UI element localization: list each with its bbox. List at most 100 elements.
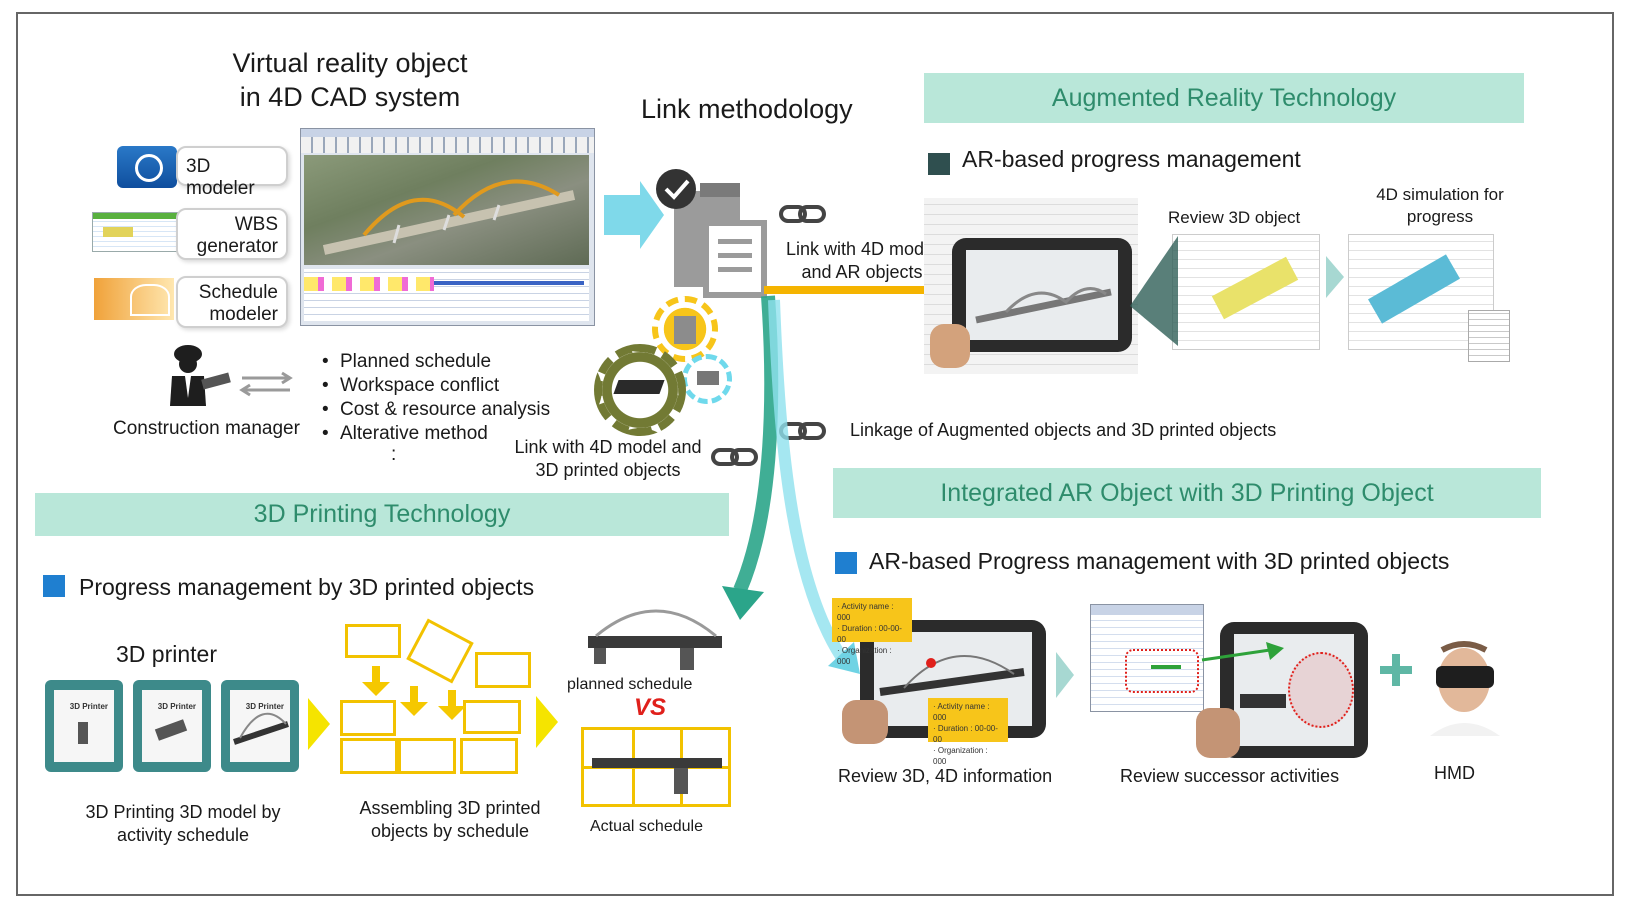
diagram-frame [16, 12, 1614, 896]
info-callout-top: · Activity name : 000 · Duration : 00-00… [832, 598, 912, 666]
green-arrow [1201, 642, 1284, 662]
ar-banner: Augmented Reality Technology [924, 73, 1524, 123]
cad-titlebar [301, 129, 594, 137]
chain-link-icon [779, 205, 826, 223]
assembly-down-arrows [362, 666, 466, 720]
hmd-person-image [1430, 641, 1500, 736]
printing-caption-line1: 3D Printing 3D model by [85, 802, 281, 822]
gear-part [674, 316, 696, 344]
yellow-chevron-icon [308, 698, 330, 750]
printing-banner: 3D Printing Technology [35, 493, 729, 536]
vr-title-line2: in 4D CAD system [239, 82, 461, 112]
link-4d-ar-line2: and AR objects [801, 262, 923, 282]
gantt-title [1091, 605, 1203, 615]
gear-part [613, 380, 665, 394]
link-4d-ar-line1: Link with 4D model [785, 239, 939, 259]
printer-icon-3: 3D Printer [221, 680, 299, 772]
actual-schedule-label: Actual schedule [590, 818, 703, 835]
callout-line: · Duration : 00-00-00 [933, 724, 998, 744]
wbs-thumbnail [92, 212, 180, 252]
cad-gantt [304, 269, 589, 321]
cad-window [300, 128, 595, 326]
assembly-piece [463, 700, 521, 734]
linkage-label: Linkage of Augmented objects and 3D prin… [850, 420, 1277, 440]
assembly-piece [398, 738, 456, 774]
zoom-wedge [1130, 236, 1178, 346]
bullets-ellipsis: : [391, 444, 397, 465]
schedule-thumbnail [94, 278, 174, 320]
schedule-thumb-arch [130, 284, 170, 316]
spiral-icon [135, 154, 163, 182]
bridge-render [322, 179, 576, 255]
printer-icon-1: 3D Printer [45, 680, 123, 772]
vr-title: Virtual reality object in 4D CAD system [205, 46, 495, 114]
modeler-callout-label: 3D modeler [186, 156, 255, 199]
gear-part [697, 371, 719, 385]
integrated-tablet-2 [1220, 622, 1368, 758]
bullet-item: Cost & resource analysis [322, 398, 550, 422]
yellow-chevron-icon [536, 696, 558, 748]
simulation-label: 4D simulation for progress [1352, 184, 1528, 228]
cad-toolbar [301, 137, 594, 153]
blue-bridge-model [1368, 254, 1460, 324]
printing-caption-line2: activity schedule [116, 825, 250, 845]
link-4d-3d-line1: Link with 4D model and [514, 437, 702, 457]
assembly-piece [345, 624, 401, 658]
integrated-tablet-2-screen [1234, 634, 1354, 746]
link-4d-3d-label: Link with 4D model and 3D printed object… [508, 436, 708, 482]
printer-window: 3D Printer [54, 690, 114, 762]
actual-schedule-grid [581, 727, 731, 807]
red-marker [926, 658, 936, 668]
tablet-bridge-segment [1240, 694, 1286, 708]
gear-olive-icon [594, 344, 686, 436]
callout-line: · Activity name : 000 [933, 702, 990, 722]
printer-window: 3D Printer [230, 690, 290, 762]
printer-title: 3D printer [116, 641, 217, 667]
gear-cyan-icon [682, 354, 732, 404]
plus-icon-vertical [1392, 654, 1400, 686]
wbs-line2: generator [196, 236, 278, 257]
manager-bullet-list: Planned schedule Workspace conflict Cost… [322, 350, 550, 446]
simulation-gantt-thumb [1468, 310, 1510, 362]
modeler-callout: 3D modeler [176, 146, 288, 199]
gantt-bar [434, 281, 584, 285]
link-4d-3d-line2: 3D printed objects [535, 460, 681, 480]
cad-viewport [304, 155, 589, 265]
integrated-heading-square [835, 552, 857, 574]
printer-label: 3D Printer [157, 702, 196, 711]
link-curved-arrows [722, 295, 860, 674]
exchange-arrows-icon [239, 371, 293, 397]
construction-manager-icon [170, 345, 231, 406]
printed-part [78, 722, 88, 744]
ar-tablet-screen [966, 250, 1118, 340]
wbs-thumb-header [93, 213, 179, 219]
link-4d-ar-label: Link with 4D model and AR objects [776, 238, 948, 284]
chevron-right-icon [1056, 652, 1074, 698]
review-successor-label: Review successor activities [1120, 766, 1340, 786]
bullet-item: Workspace conflict [322, 374, 550, 398]
integrated-heading: AR-based Progress management with 3D pri… [869, 548, 1450, 574]
callout-line: · Activity name : 000 [837, 602, 894, 622]
assembling-caption: Assembling 3D printed objects by schedul… [338, 797, 562, 843]
printing-caption: 3D Printing 3D model by activity schedul… [45, 801, 321, 847]
assembly-piece [460, 738, 518, 774]
ar-tablet [952, 238, 1132, 352]
printed-bridge [233, 712, 289, 745]
schedule-line1: Schedule [198, 282, 278, 303]
actual-bridge-image [592, 758, 722, 794]
callout-line: · Duration : 00-00-00 [837, 624, 902, 644]
hmd-label: HMD [1434, 763, 1475, 783]
hand-holding-tablet [1196, 708, 1240, 758]
simulation-line2: progress [1406, 207, 1474, 226]
printer-label: 3D Printer [245, 702, 284, 711]
hand-holding-tablet [930, 324, 970, 368]
chevron-right-icon [1326, 256, 1344, 298]
schedule-line2: modeler [209, 304, 278, 325]
printer-icon-2: 3D Printer [133, 680, 211, 772]
successor-gantt [1090, 604, 1204, 712]
schedule-callout: Schedule modeler [176, 276, 288, 328]
gantt-cells [304, 277, 434, 291]
printer-window: 3D Printer [142, 690, 202, 762]
planned-schedule-label: planned schedule [567, 676, 693, 693]
vs-label: VS [634, 694, 667, 721]
